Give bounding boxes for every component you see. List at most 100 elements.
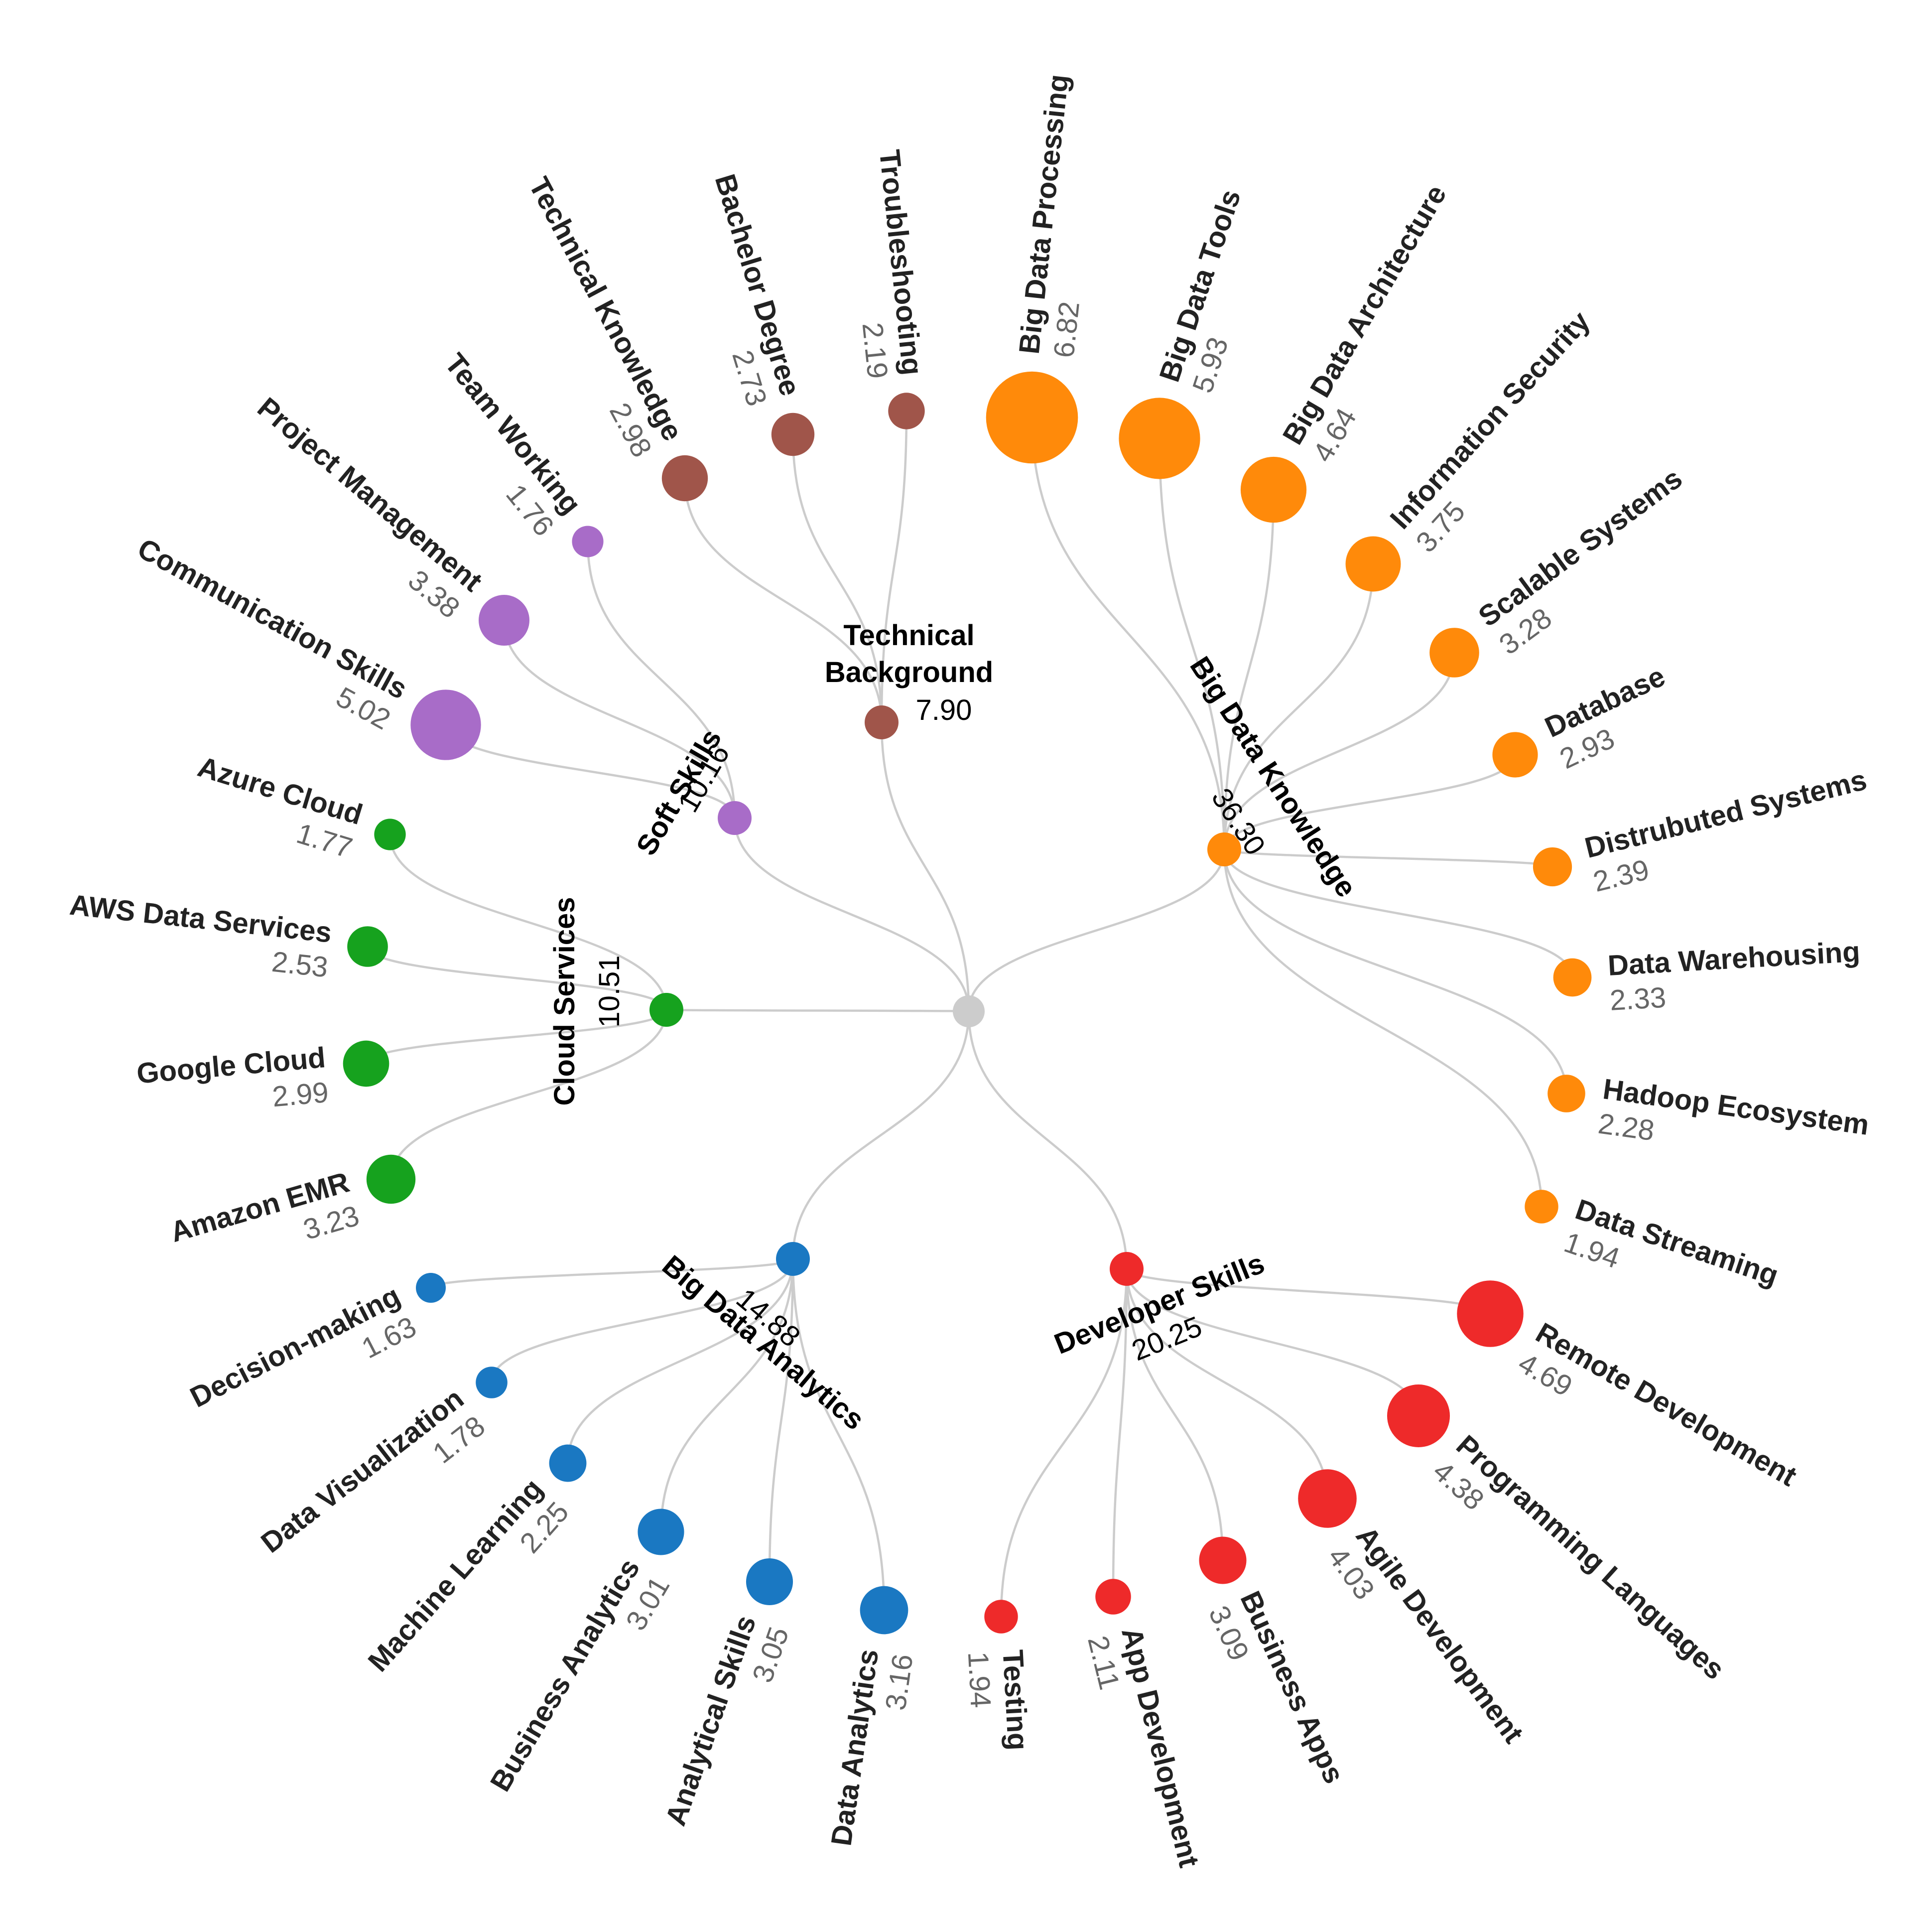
leaf-node-1-1[interactable] bbox=[1119, 398, 1200, 479]
link-5-1 bbox=[503, 620, 736, 819]
link-3-3 bbox=[566, 1258, 794, 1464]
link-3-5 bbox=[429, 1257, 794, 1289]
leaf-label-1-7: Data Warehousing bbox=[1607, 936, 1861, 982]
leaf-node-2-1[interactable] bbox=[1387, 1384, 1450, 1447]
leaf-label-3-2: Business Analytics bbox=[484, 1553, 646, 1797]
leaf-node-1-5[interactable] bbox=[1492, 732, 1538, 778]
leaf-node-3-4[interactable] bbox=[476, 1367, 508, 1398]
leaf-node-4-2[interactable] bbox=[347, 926, 388, 967]
group-value-0: 7.90 bbox=[916, 694, 972, 726]
leaf-node-3-1[interactable] bbox=[746, 1558, 793, 1606]
link-1-6 bbox=[1223, 848, 1554, 868]
leaf-label-3-1: Analytical Skills bbox=[659, 1611, 763, 1829]
tree-links bbox=[365, 411, 1574, 1617]
link-1-5 bbox=[1223, 754, 1517, 850]
leaf-node-2-5[interactable] bbox=[984, 1600, 1018, 1634]
leaf-node-5-1[interactable] bbox=[479, 595, 529, 646]
group-node-2[interactable] bbox=[1110, 1252, 1144, 1286]
leaf-label-2-2: Agile Development bbox=[1350, 1520, 1530, 1749]
leaf-node-1-9[interactable] bbox=[1525, 1190, 1558, 1224]
link-3-4 bbox=[490, 1258, 794, 1383]
leaf-node-0-1[interactable] bbox=[771, 413, 815, 456]
link-1-3 bbox=[1223, 563, 1375, 850]
leaf-label-1-4: Scalable Systems bbox=[1473, 462, 1688, 633]
leaf-node-1-4[interactable] bbox=[1429, 628, 1479, 678]
leaf-node-4-1[interactable] bbox=[343, 1040, 389, 1087]
leaf-label-3-3: Machine Learning bbox=[362, 1473, 549, 1678]
leaf-node-2-4[interactable] bbox=[1095, 1579, 1131, 1615]
leaf-value-2-5: 1.94 bbox=[962, 1651, 997, 1709]
link-5-2 bbox=[586, 541, 736, 819]
link-2-5 bbox=[1000, 1268, 1128, 1617]
leaf-node-1-3[interactable] bbox=[1345, 536, 1401, 592]
group-node-4[interactable] bbox=[649, 993, 683, 1027]
leaf-node-3-3[interactable] bbox=[549, 1444, 587, 1482]
leaf-value-3-0: 3.16 bbox=[879, 1652, 919, 1712]
link-4-3 bbox=[388, 834, 668, 1010]
leaf-node-1-0[interactable] bbox=[986, 371, 1078, 464]
leaf-label-1-2: Big Data Architecture bbox=[1277, 179, 1453, 450]
leaf-value-4-2: 2.53 bbox=[270, 946, 330, 984]
link-0-2 bbox=[880, 411, 908, 723]
link-3-0 bbox=[791, 1258, 886, 1611]
leaf-label-5-1: Project Management bbox=[252, 391, 489, 598]
link-root-5 bbox=[733, 818, 970, 1012]
leaf-node-1-7[interactable] bbox=[1553, 958, 1592, 997]
root-node[interactable] bbox=[953, 995, 985, 1027]
leaf-node-3-0[interactable] bbox=[860, 1586, 908, 1635]
leaf-node-2-2[interactable] bbox=[1298, 1469, 1357, 1528]
group-value-4: 10.51 bbox=[593, 955, 626, 1027]
leaf-label-2-5: Testing bbox=[997, 1649, 1034, 1751]
link-1-2 bbox=[1223, 489, 1275, 850]
link-3-1 bbox=[768, 1258, 794, 1582]
group-node-5[interactable] bbox=[718, 801, 752, 835]
link-root-2 bbox=[967, 1011, 1128, 1269]
leaf-node-4-0[interactable] bbox=[366, 1154, 416, 1204]
leaf-label-1-3: Information Security bbox=[1384, 305, 1596, 535]
leaf-node-3-5[interactable] bbox=[416, 1273, 446, 1303]
link-root-0 bbox=[880, 722, 970, 1012]
leaf-node-2-3[interactable] bbox=[1199, 1536, 1247, 1584]
leaf-label-3-0: Data Analytics bbox=[825, 1647, 885, 1848]
link-4-0 bbox=[389, 1009, 668, 1180]
leaf-value-1-0: 6.82 bbox=[1047, 300, 1086, 359]
leaf-value-1-8: 2.28 bbox=[1596, 1107, 1657, 1147]
link-2-2 bbox=[1125, 1268, 1329, 1499]
leaf-label-5-0: Communication Skills bbox=[132, 532, 413, 705]
link-2-3 bbox=[1125, 1268, 1224, 1561]
tree-nodes bbox=[343, 371, 1592, 1635]
leaf-node-1-6[interactable] bbox=[1533, 847, 1572, 887]
leaf-value-1-7: 2.33 bbox=[1609, 981, 1667, 1017]
leaf-node-1-2[interactable] bbox=[1240, 456, 1307, 523]
group-label-3: Big Data Analytics bbox=[656, 1249, 870, 1436]
group-node-0[interactable] bbox=[865, 705, 899, 739]
leaf-node-2-0[interactable] bbox=[1457, 1280, 1524, 1347]
link-1-0 bbox=[1030, 417, 1226, 850]
leaf-label-4-2: AWS Data Services bbox=[68, 889, 334, 949]
link-root-3 bbox=[791, 1011, 970, 1259]
leaf-node-1-8[interactable] bbox=[1547, 1075, 1585, 1112]
group-label-1: Big Data Knowledge bbox=[1183, 651, 1363, 903]
group-node-1[interactable] bbox=[1207, 832, 1241, 866]
leaf-value-4-1: 2.99 bbox=[271, 1076, 330, 1113]
group-node-3[interactable] bbox=[776, 1242, 810, 1276]
leaf-label-2-0: Remote Development bbox=[1531, 1317, 1803, 1493]
leaf-label-4-3: Azure Cloud bbox=[194, 750, 367, 831]
link-1-4 bbox=[1223, 652, 1456, 850]
leaf-label-1-6: Distrubuted Systems bbox=[1581, 764, 1870, 864]
link-0-1 bbox=[791, 434, 883, 723]
link-1-8 bbox=[1223, 849, 1568, 1094]
leaf-node-5-2[interactable] bbox=[572, 526, 604, 557]
leaf-node-5-0[interactable] bbox=[410, 689, 481, 760]
leaf-node-3-2[interactable] bbox=[638, 1509, 684, 1555]
leaf-node-4-3[interactable] bbox=[374, 819, 406, 850]
link-3-2 bbox=[659, 1258, 794, 1532]
leaf-node-0-0[interactable] bbox=[661, 455, 708, 502]
leaf-node-0-2[interactable] bbox=[888, 393, 925, 429]
leaf-label-2-3: Business Apps bbox=[1234, 1586, 1350, 1789]
leaf-label-3-4: Data Visualization bbox=[255, 1382, 470, 1559]
leaf-label-2-4: App Development bbox=[1115, 1624, 1205, 1870]
leaf-value-0-2: 2.19 bbox=[856, 321, 894, 380]
